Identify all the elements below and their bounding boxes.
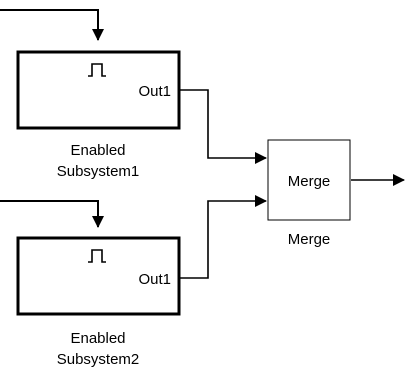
enable-signal-line-1[interactable] (0, 9, 104, 41)
merge-caption: Merge (288, 231, 331, 248)
enabled-subsystem1-block[interactable]: Out1 (0, 9, 181, 130)
pulse-icon (88, 63, 106, 77)
subsystem2-to-merge-line[interactable] (180, 195, 267, 279)
merge-block[interactable]: Merge (267, 139, 351, 221)
merge-block-title: Merge (288, 173, 331, 190)
subsystem2-caption-line2: Subsystem2 (57, 351, 140, 368)
merge-box[interactable] (267, 139, 351, 221)
subsystem2-out-port-label: Out1 (138, 271, 171, 288)
subsystem2-caption-line1: Enabled (70, 330, 125, 347)
subsystem1-caption-line1: Enabled (70, 142, 125, 159)
enable-signal-line-2[interactable] (0, 200, 104, 228)
subsystem1-caption-line2: Subsystem1 (57, 163, 140, 180)
pulse-icon (88, 249, 106, 263)
subsystem1-out-port-label: Out1 (138, 83, 171, 100)
subsystem1-to-merge-line[interactable] (180, 89, 267, 164)
enabled-subsystem2-block[interactable]: Out1 (0, 200, 181, 316)
